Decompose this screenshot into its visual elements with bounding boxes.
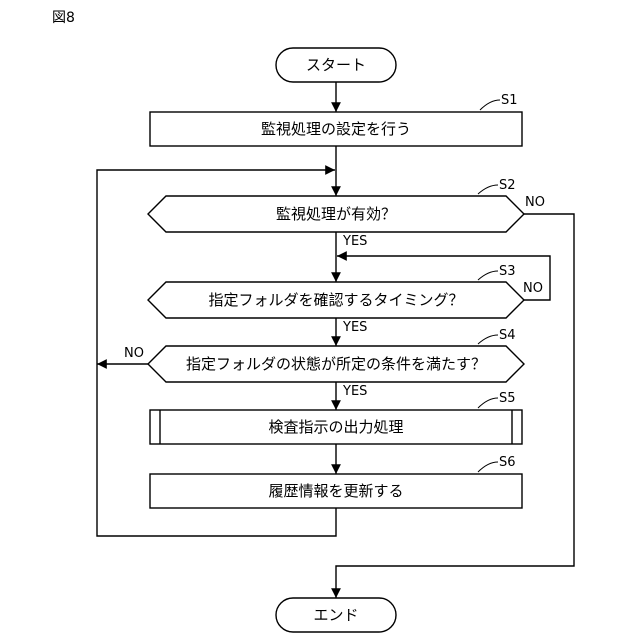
- s3-yes-label: YES: [342, 320, 367, 335]
- s3-id: S3: [499, 264, 516, 279]
- s2-label: 監視処理が有効？: [276, 205, 396, 223]
- s4-no-label: NO: [124, 346, 144, 361]
- s4-yes-label: YES: [342, 384, 367, 399]
- s6-id: S6: [499, 455, 516, 470]
- s4-label: 指定フォルダの状態が所定の条件を満たす？: [186, 355, 486, 373]
- s3-label: 指定フォルダを確認するタイミング？: [208, 291, 463, 309]
- s4-leader: [478, 335, 498, 344]
- s2-yes-label: YES: [342, 234, 367, 249]
- s4-id: S4: [499, 328, 516, 343]
- figure-label: 図8: [52, 10, 75, 26]
- s3-no-label: NO: [523, 281, 543, 296]
- s5-leader: [478, 398, 498, 408]
- s2-leader: [478, 185, 498, 194]
- s6-leader: [478, 462, 498, 472]
- start-label: スタート: [306, 56, 366, 74]
- s5-id: S5: [499, 391, 516, 406]
- end-label: エンド: [313, 606, 358, 624]
- s2-id: S2: [499, 178, 516, 193]
- s2-no-label: NO: [525, 195, 545, 210]
- s1-label: 監視処理の設定を行う: [261, 120, 411, 138]
- s6-label: 履歴情報を更新する: [268, 482, 403, 500]
- s5-label: 検査指示の出力処理: [268, 418, 403, 436]
- arrow-s2-no-end: [336, 214, 574, 598]
- s1-leader: [480, 100, 500, 110]
- s3-leader: [478, 271, 498, 280]
- s1-id: S1: [501, 93, 518, 108]
